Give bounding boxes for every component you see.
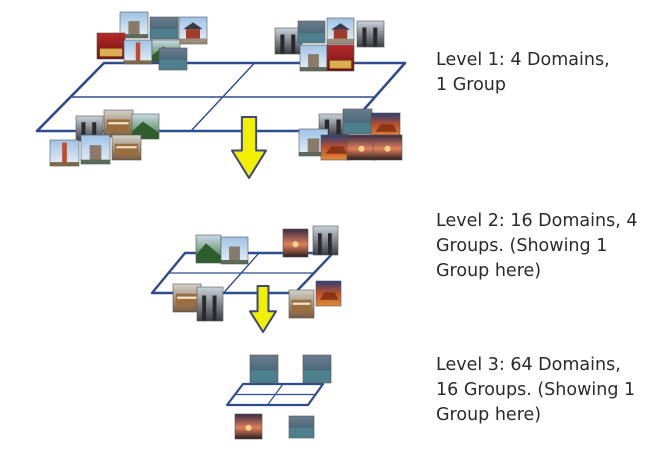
level-3-photo-4 (288, 415, 315, 439)
level-1-photo-21 (342, 108, 373, 135)
level-2-photo-2 (220, 236, 249, 265)
level-2-line-3: Group here) (436, 261, 542, 281)
level-2-photo-6 (196, 286, 224, 322)
level-3-photo-1 (249, 354, 279, 384)
level-1-photo-16 (131, 113, 160, 140)
level-2-photo-4 (312, 225, 339, 256)
level-1-photo-4 (96, 32, 126, 60)
level-2-photo-7 (288, 289, 315, 319)
level-3-plane (225, 382, 325, 407)
level-1-line-2: 1 Group (436, 75, 506, 95)
level-1-photo-15 (103, 109, 134, 138)
level-1-photo-12 (299, 44, 328, 72)
level-2-line-1: Level 2: 16 Domains, 4 (436, 211, 638, 231)
level-1-photo-9 (297, 20, 326, 44)
level-2-photo-8 (315, 280, 342, 307)
level-1-photo-24 (320, 134, 351, 161)
level-3-label: Level 3: 64 Domains, 16 Groups. (Showing… (436, 353, 635, 428)
level-1-photo-5 (123, 39, 153, 65)
level-3-line-3: Group here) (436, 405, 542, 425)
arrow-level-2-to-3 (249, 285, 277, 333)
level-3-photo-3 (234, 413, 263, 440)
level-1-photo-25 (346, 134, 377, 161)
level-3-photo-2 (302, 354, 332, 384)
arrow-level-1-to-2 (231, 116, 267, 179)
level-1-photo-3 (178, 16, 208, 45)
level-3-line-1: Level 3: 64 Domains, (436, 355, 621, 375)
level-1-photo-22 (370, 112, 401, 139)
level-2-line-2: Groups. (Showing 1 (436, 236, 608, 256)
level-1-photo-17 (49, 139, 80, 167)
level-2-label: Level 2: 16 Domains, 4 Groups. (Showing … (436, 209, 637, 284)
level-1-photo-18 (80, 134, 111, 165)
level-1-photo-2 (149, 16, 179, 40)
level-1-photo-11 (356, 20, 385, 48)
level-1-photo-19 (111, 134, 142, 161)
level-1-photo-13 (326, 44, 355, 72)
level-1-photo-26 (372, 134, 403, 161)
level-3-line-2: 16 Groups. (Showing 1 (436, 380, 636, 400)
level-2-photo-1 (195, 234, 222, 264)
level-2-photo-3 (282, 228, 309, 258)
level-1-photo-8 (274, 27, 303, 55)
level-1-line-1: Level 1: 4 Domains, (436, 50, 610, 70)
level-1-photo-7 (158, 47, 188, 71)
level-2-photo-5 (172, 283, 202, 313)
level-1-photo-10 (326, 17, 355, 45)
level-1-label: Level 1: 4 Domains, 1 Group (436, 48, 610, 98)
